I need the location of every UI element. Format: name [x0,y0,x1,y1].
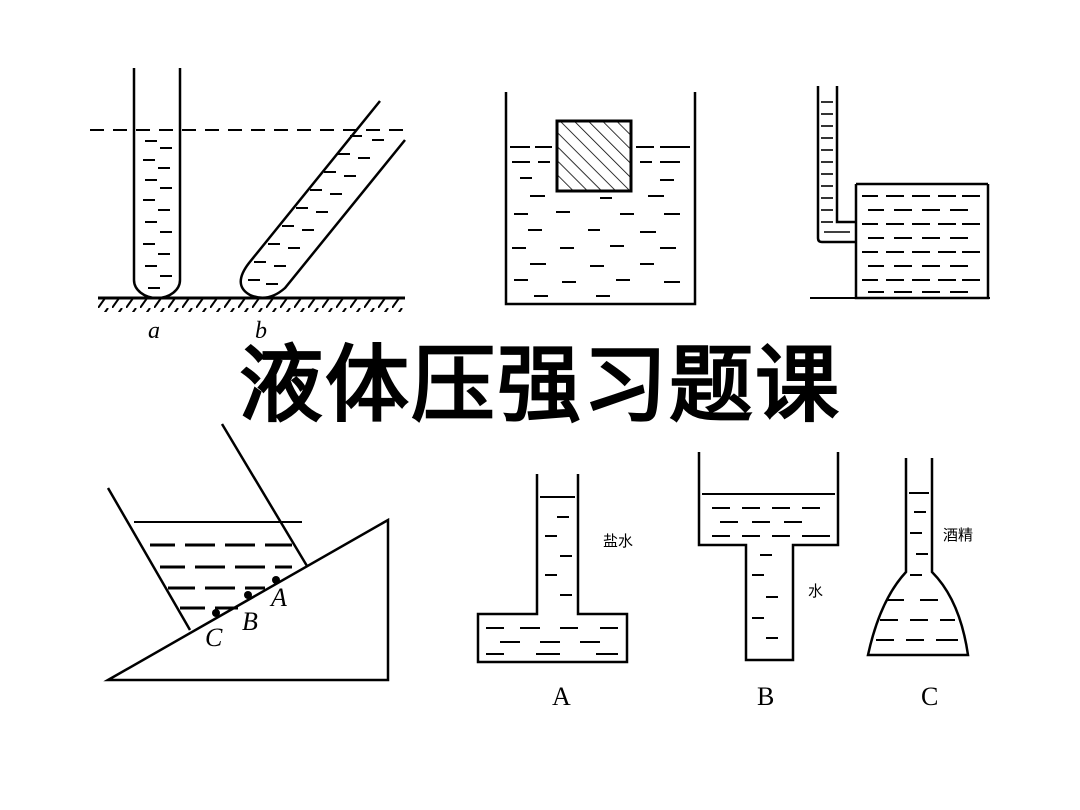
connected-vessel-figure [810,86,990,300]
beaker-liquid [510,146,690,297]
tilted-container [106,423,309,631]
tube-a [132,68,182,300]
label-C-incline: C [205,623,223,652]
liquid-C-label: 酒精 [943,526,973,544]
tubes-figure: a b [90,68,406,344]
liquid-A-label: 盐水 [603,532,633,550]
point-B [244,591,252,599]
label-B-incline: B [242,607,258,636]
point-C [212,609,220,617]
label-A-incline: A [269,583,287,612]
container-B: 水 B [697,452,840,711]
tank-liquid [862,195,980,293]
incline [103,517,390,682]
block [555,119,633,193]
beaker-figure [504,92,697,306]
label-b: b [255,318,267,344]
liquid-B-label: 水 [808,582,823,600]
container-B-label: B [757,682,774,711]
container-A: 盐水 A [476,474,633,711]
label-a: a [148,318,160,344]
incline-figure: A B C [103,423,390,682]
point-A [272,576,280,584]
tube-b [239,100,406,300]
ground-hatch [98,299,405,312]
container-A-label: A [552,682,571,711]
page-title: 液体压强习题课 [238,336,841,434]
thin-tube [816,86,856,244]
container-C-label: C [921,682,938,711]
container-C: 酒精 C [866,458,973,711]
beaker [504,92,697,306]
incline-liquid [150,543,292,610]
